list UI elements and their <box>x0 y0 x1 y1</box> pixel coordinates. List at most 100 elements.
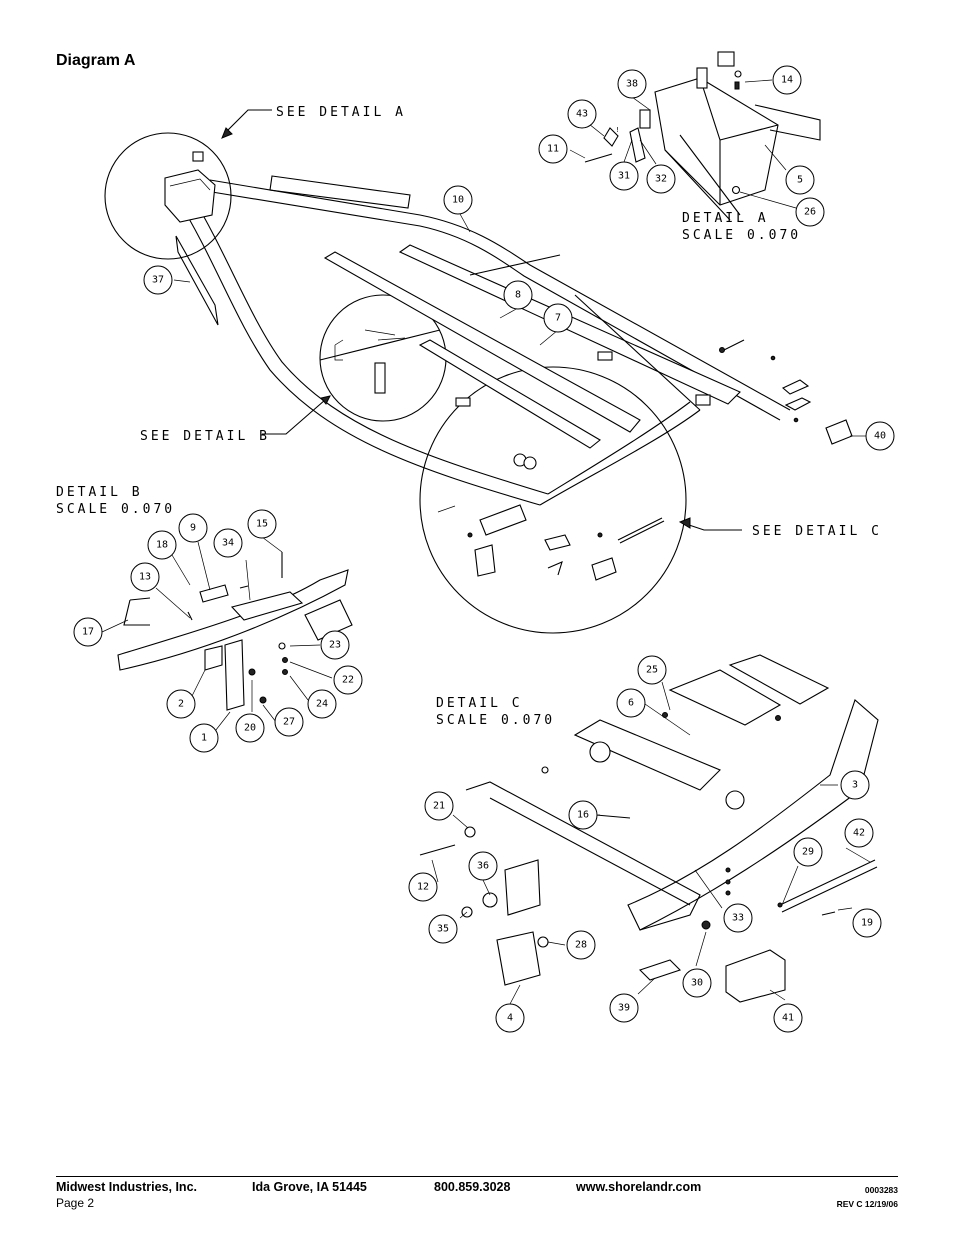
bracket-c <box>479 504 527 536</box>
callout-number: 25 <box>646 665 658 676</box>
callout-number: 9 <box>190 523 196 534</box>
callout-number: 28 <box>575 940 587 951</box>
roller-strip <box>617 517 665 544</box>
bracket-1 <box>224 639 245 711</box>
callout-circle <box>840 770 870 800</box>
bracket <box>597 351 613 361</box>
footer-website: www.shorelandr.com <box>576 1180 702 1194</box>
callout-19: 19 <box>852 908 882 938</box>
coupler-latch <box>192 151 204 162</box>
callout-33: 33 <box>723 903 753 933</box>
callout-24: 24 <box>307 689 337 719</box>
pin-32 <box>629 127 646 163</box>
callout-circle <box>637 655 667 685</box>
callout-number: 17 <box>82 627 94 638</box>
footer-revision: REV C 12/19/06 <box>836 1199 898 1209</box>
rail-piece <box>574 294 701 411</box>
nut <box>793 417 799 423</box>
nut <box>775 715 781 721</box>
bracket-detail <box>374 362 386 394</box>
callout-5: 5 <box>785 165 815 195</box>
callout-number: 15 <box>256 519 268 530</box>
washer-21 <box>464 826 476 838</box>
nut-24 <box>282 669 288 675</box>
callout-circle <box>723 903 753 933</box>
callout-circle <box>503 280 533 310</box>
nut <box>725 867 731 873</box>
rear-crossmember-inner <box>547 401 691 495</box>
callout-21: 21 <box>424 791 454 821</box>
arrowhead <box>678 517 691 529</box>
callout-20: 20 <box>235 713 265 743</box>
nut-20 <box>248 668 256 676</box>
callout-circle <box>235 713 265 743</box>
callout-circle <box>274 707 304 737</box>
bracket-23 <box>304 599 353 641</box>
callout-circle <box>852 908 882 938</box>
leader-detail-b <box>262 399 326 435</box>
callout-circle <box>772 65 802 95</box>
detail-c-assembly <box>419 654 879 1003</box>
callout-circle <box>617 69 647 99</box>
bunk-support-6 <box>573 719 721 791</box>
callout-number: 5 <box>797 175 803 186</box>
decal-strip-37 <box>175 235 219 326</box>
callout-circle <box>646 164 676 194</box>
callout-number: 29 <box>802 847 814 858</box>
callout-number: 31 <box>618 171 630 182</box>
footer-page-number: Page 2 <box>56 1196 95 1210</box>
callout-12: 12 <box>408 872 438 902</box>
callout-number: 1 <box>201 733 207 744</box>
callout-9: 9 <box>178 513 208 543</box>
bolt-11 <box>584 153 613 163</box>
callout-circle <box>568 800 598 830</box>
detail-b-heading: DETAIL B <box>56 485 143 500</box>
callout-circle <box>795 197 825 227</box>
callout-number: 16 <box>577 810 589 821</box>
callout-number: 32 <box>655 174 667 185</box>
u-bolt-detail <box>334 339 344 361</box>
callout-number: 11 <box>547 144 559 155</box>
callout-18: 18 <box>147 530 177 560</box>
detail-c-circle <box>419 366 687 634</box>
pad <box>784 397 812 411</box>
bolt-c <box>437 505 456 513</box>
bunk-board-left <box>323 251 641 433</box>
bolt-18 <box>239 585 249 589</box>
callout-number: 35 <box>437 924 449 935</box>
callout-4: 4 <box>495 1003 525 1033</box>
detail-a-assembly: ! <box>584 51 821 221</box>
callout-number: 26 <box>804 207 816 218</box>
callout-8: 8 <box>503 280 533 310</box>
callout-2: 2 <box>166 689 196 719</box>
callout-number: 20 <box>244 723 256 734</box>
callout-circle <box>166 689 196 719</box>
bunk-support-34 <box>230 591 304 621</box>
bolt-13 <box>187 611 193 621</box>
callout-number: 18 <box>156 540 168 551</box>
callout-circle <box>865 421 895 451</box>
callout-circle <box>616 688 646 718</box>
roller-9 <box>199 584 229 603</box>
u-bolt-17 <box>123 597 151 626</box>
plate-2 <box>204 645 223 671</box>
see-detail-b-label: SEE DETAIL B <box>140 429 270 444</box>
strip-42 <box>779 859 878 913</box>
bracket <box>455 397 471 407</box>
bracket-c2 <box>474 544 496 577</box>
plate-c <box>547 561 563 576</box>
detail-b-assembly <box>117 552 353 711</box>
callout-circle <box>773 1003 803 1033</box>
callout-41: 41 <box>773 1003 803 1033</box>
callout-circle <box>73 617 103 647</box>
tongue-tube <box>664 134 741 221</box>
arrowhead <box>221 127 233 139</box>
nut-27 <box>259 696 267 704</box>
tongue-tube <box>754 104 821 141</box>
rivet-29 <box>777 902 783 908</box>
callout-number: 3 <box>852 780 858 791</box>
callout-13: 13 <box>130 562 160 592</box>
callout-circle <box>443 185 473 215</box>
callout-number: 22 <box>342 675 354 686</box>
callout-number: 41 <box>782 1013 794 1024</box>
